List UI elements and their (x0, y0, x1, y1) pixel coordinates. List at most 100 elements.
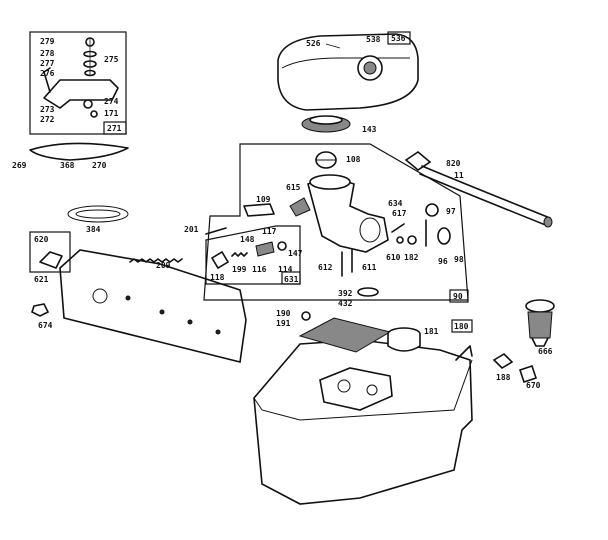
callout-180: 180 (454, 322, 469, 331)
callout-536: 536 (391, 34, 406, 43)
drain-188-part (492, 352, 514, 370)
fitting-634-part (391, 223, 405, 233)
callout-114: 114 (278, 265, 293, 274)
tank-post (455, 345, 473, 361)
gasket-384-part (67, 205, 129, 223)
gasket-384-inner (75, 209, 121, 219)
carburetor-group-box (203, 143, 469, 301)
group-tag-box-271 (103, 121, 127, 135)
screw-610-part (396, 236, 404, 244)
group-tag-box-536 (387, 31, 411, 45)
callout-109: 109 (256, 195, 271, 204)
tank-mount-boss (319, 367, 393, 411)
callout-182: 182 (404, 253, 419, 262)
control-plate-part (59, 249, 247, 363)
callout-201: 201 (184, 225, 199, 234)
callout-368: 368 (60, 161, 75, 170)
valve-97-part (425, 203, 439, 217)
carburetor-intake (359, 217, 381, 243)
callout-116: 116 (252, 265, 267, 274)
callout-272: 272 (40, 115, 55, 124)
group-box-620 (29, 231, 71, 273)
tank-boss-hole-a (337, 379, 351, 393)
callout-384: 384 (86, 225, 101, 234)
callout-432: 432 (338, 299, 353, 308)
fuel-filter-group: 666 188 670 (492, 299, 555, 390)
spring-199-part (231, 252, 248, 257)
group-tag-box-631 (281, 271, 301, 285)
washer-147-part (277, 241, 287, 251)
group-tag-box-90 (449, 289, 469, 303)
plate-hole-e (215, 329, 221, 335)
callout-188: 188 (496, 373, 511, 382)
callout-199: 199 (232, 265, 247, 274)
callout-98: 98 (454, 255, 464, 264)
callout-191: 191 (276, 319, 291, 328)
air-cleaner-cover-part (277, 33, 419, 111)
callout-615: 615 (286, 183, 301, 192)
fuel-filter-tip (531, 337, 549, 347)
fuel-line-end (543, 216, 553, 228)
callout-190: 190 (276, 309, 291, 318)
callout-181: 181 (424, 327, 439, 336)
control-bracket-part (43, 79, 119, 109)
callout-118: 118 (210, 273, 225, 282)
callout-526: 526 (306, 39, 321, 48)
screw-171-part (90, 110, 98, 118)
choke-lever-109-part (243, 203, 275, 217)
filter-cap-666 (525, 299, 555, 313)
callout-97: 97 (446, 207, 456, 216)
plate-hole-b (125, 295, 131, 301)
plate-hole-c (159, 309, 165, 315)
callout-108: 108 (346, 155, 361, 164)
throttle-group-box (29, 31, 127, 135)
gasket-392-part (357, 287, 379, 297)
fitting-820-part (404, 151, 432, 171)
callout-620: 620 (34, 235, 49, 244)
control-lever-part (43, 67, 51, 93)
callout-270: 270 (92, 161, 107, 170)
callout-611: 611 (362, 263, 377, 272)
screw-190-part (301, 311, 311, 321)
callout-209: 209 (156, 261, 171, 270)
plate-hole-d (187, 319, 193, 325)
fuel-tank-group: 190 191 181 180 (253, 309, 473, 505)
callout-538: 538 (366, 35, 381, 44)
screw-674-part (31, 303, 50, 317)
throttle-control-group: 279 278 277 276 275 273 272 274 171 271 … (12, 31, 129, 170)
callout-11: 11 (454, 171, 464, 180)
seat-98-part (437, 227, 451, 245)
air-cleaner-group: 526 538 536 143 (277, 31, 419, 134)
filter-element-top (309, 115, 343, 125)
plate-hole-a (92, 288, 108, 304)
callout-273: 273 (40, 105, 55, 114)
group-box-631 (205, 225, 301, 285)
callout-271: 271 (107, 124, 122, 133)
callout-670: 670 (526, 381, 541, 390)
callout-279: 279 (40, 37, 55, 46)
callout-278: 278 (40, 49, 55, 58)
fuel-line-11-upper (421, 165, 551, 219)
callout-276: 276 (40, 69, 55, 78)
callout-143: 143 (362, 125, 377, 134)
callout-674: 674 (38, 321, 53, 330)
carburetor-group: 108 615 109 612 611 634 617 97 610 182 9… (203, 143, 469, 308)
control-plate-group: 384 620 621 674 (29, 205, 247, 363)
callout-274: 274 (104, 97, 119, 106)
throttle-shaft-615-part (289, 197, 311, 217)
callout-617: 617 (392, 209, 407, 218)
nut-274-part (83, 99, 93, 109)
callout-269: 269 (12, 161, 27, 170)
callout-277: 277 (40, 59, 55, 68)
callout-90: 90 (453, 292, 463, 301)
fuel-tank-rim (253, 359, 473, 421)
callout-148: 148 (240, 235, 255, 244)
leader-526 (325, 43, 341, 49)
spring-209-part (129, 258, 183, 263)
callout-147: 147 (288, 249, 303, 258)
callout-621: 621 (34, 275, 49, 284)
carburetor-throat (309, 174, 351, 190)
fuel-line-group: 820 11 (404, 151, 553, 228)
callout-820: 820 (446, 159, 461, 168)
cover-edge-line (281, 57, 410, 69)
